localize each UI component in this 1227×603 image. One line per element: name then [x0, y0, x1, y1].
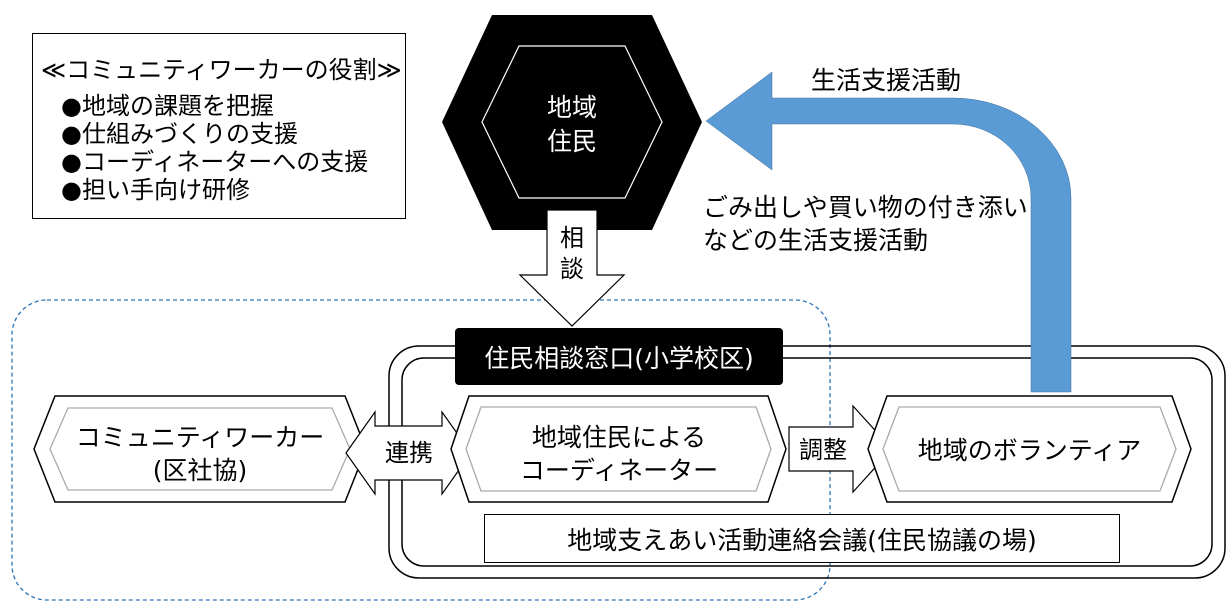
roles-box: ≪コミュニティワーカーの役割≫ ●地域の課題を把握 ●仕組みづくりの支援 ●コー…	[32, 33, 406, 219]
coordinator-line1: 地域住民による	[531, 423, 707, 452]
roles-title: ≪コミュニティワーカーの役割≫	[41, 56, 402, 84]
community-worker-line2: (区社協)	[152, 456, 248, 485]
community-worker-shape-inner	[49, 407, 351, 491]
volunteer-shape-inner	[882, 406, 1177, 492]
coordinator-line2: コーディネーター	[519, 456, 719, 485]
roles-item: ●担い手向け研修	[61, 176, 250, 204]
support-arrow-shape	[705, 71, 1072, 393]
consult-arrow	[518, 209, 626, 327]
adjust-label: 調整	[799, 436, 847, 464]
roles-item: ●仕組みづくりの支援	[61, 120, 298, 148]
consult-label-char2: 談	[560, 255, 584, 283]
coordinator-shape-inner	[465, 406, 772, 492]
roles-item: ●コーディネーターへの支援	[61, 148, 369, 176]
community-worker-shape	[33, 395, 367, 503]
council-box: 地域支えあい活動連絡会議(住民協議の場)	[484, 514, 1120, 563]
residents-hexagon	[442, 15, 702, 230]
support-arrow-label: 生活支援活動	[811, 66, 962, 95]
activities-line2: などの生活支援活動	[703, 226, 929, 255]
community-worker-line1: コミュニティワーカー	[75, 423, 325, 452]
residents-hexagon-inner	[481, 45, 663, 199]
residents-label-line1: 地域	[546, 93, 597, 122]
adjust-arrow	[788, 404, 893, 494]
volunteer-shape	[867, 395, 1192, 503]
coordinator-shape	[450, 395, 787, 503]
residents-label-line2: 住民	[546, 127, 597, 156]
consultation-window-label: 住民相談窓口(小学校区)	[455, 328, 783, 385]
volunteer-label: 地域のボランティア	[917, 436, 1142, 465]
cooperation-label: 連携	[385, 439, 433, 467]
consult-label-char1: 相	[560, 224, 584, 252]
activities-line1: ごみ出しや買い物の付き添い	[703, 193, 1028, 222]
roles-item: ●地域の課題を把握	[61, 92, 274, 120]
